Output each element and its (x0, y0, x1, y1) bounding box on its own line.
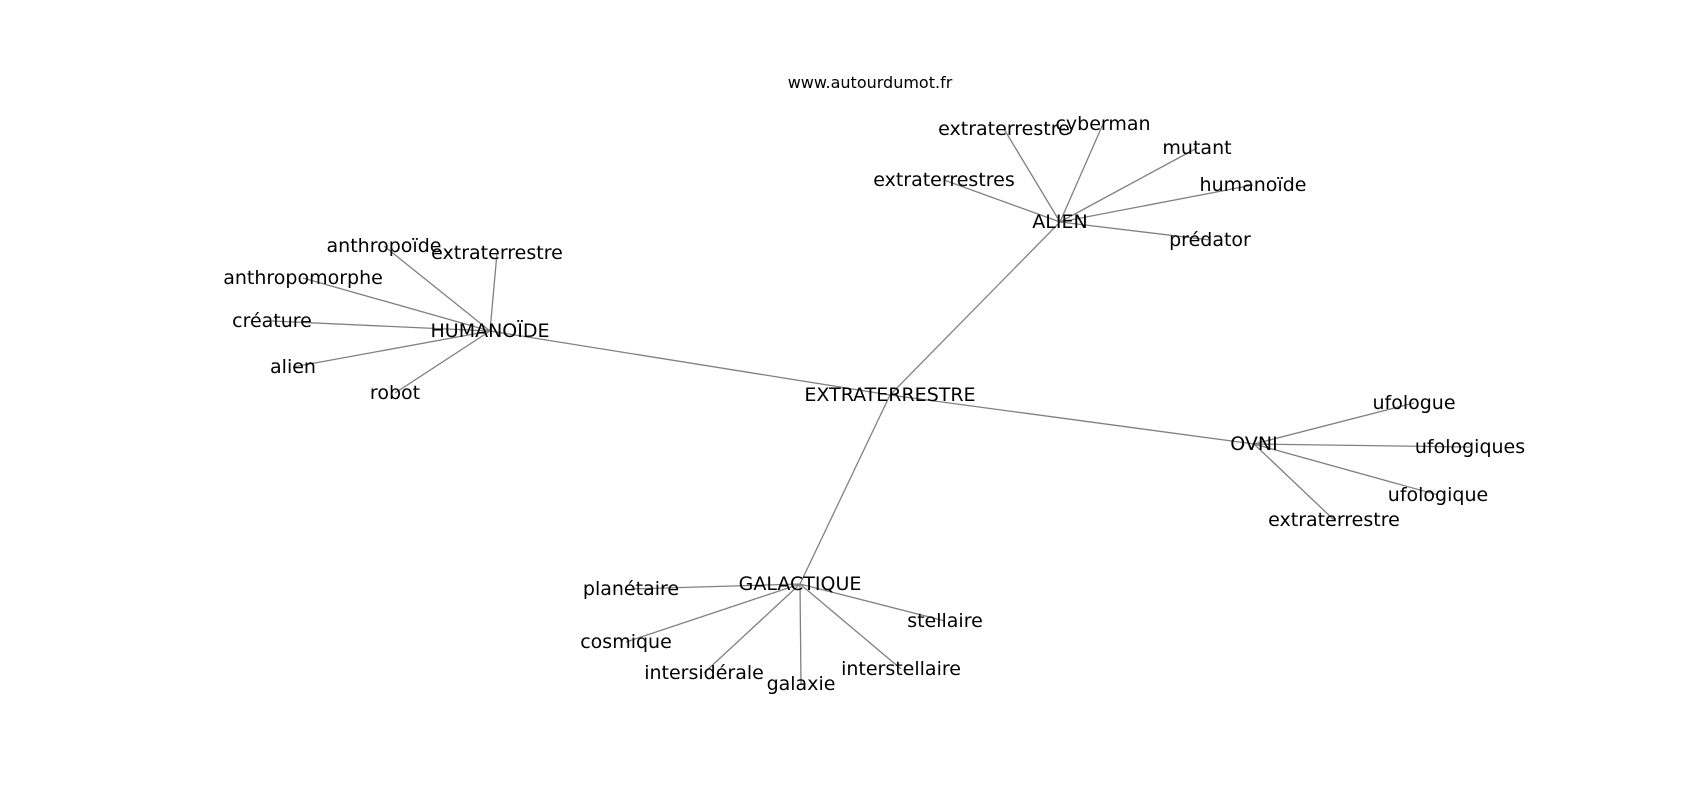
node-hub-alien: ALIEN (1032, 211, 1087, 233)
edge-root-galactique (799, 394, 891, 585)
edge-ovni-ufologiques (1253, 443, 1471, 448)
edge-humanoide-anthropoide (383, 245, 491, 332)
edge-humanoide-robot (394, 330, 491, 394)
node-word-planetaire: planétaire (583, 578, 679, 600)
edge-alien-cyberman (1059, 123, 1104, 223)
node-word-predator: prédator (1169, 229, 1251, 251)
node-word-anthropomorphe: anthropomorphe (223, 267, 383, 289)
edge-galactique-intersiderale (703, 583, 801, 674)
edge-root-ovni (889, 394, 1255, 445)
node-word-anthropoide: anthropoïde (327, 235, 442, 257)
edge-alien-humanoide (1059, 184, 1254, 223)
node-word-extraterrestre: extraterrestre (431, 242, 563, 264)
node-word-creature: créature (232, 310, 312, 332)
edge-root-humanoide (489, 330, 891, 396)
node-word-intersiderale: intersidérale (644, 662, 764, 684)
node-word-extraterrestres: extraterrestres (873, 169, 1015, 191)
node-word-alien: alien (270, 356, 316, 378)
node-word-extraterrestre: extraterrestre (1268, 509, 1400, 531)
source-label: www.autourdumot.fr (788, 73, 953, 92)
edge-galactique-planetaire (630, 583, 801, 590)
node-hub-ovni: OVNI (1230, 433, 1277, 455)
edge-ovni-ufologique (1253, 443, 1439, 496)
node-word-mutant: mutant (1162, 137, 1231, 159)
edge-root-alien (889, 221, 1061, 396)
label-layer: EXTRATERRESTRE ALIEN extraterrestres extrat… (223, 113, 1525, 695)
node-word-ufologiques: ufologiques (1415, 436, 1525, 458)
edge-alien-predator (1059, 221, 1211, 241)
node-word-galaxie: galaxie (767, 673, 836, 695)
edge-galactique-galaxie (799, 583, 802, 685)
edge-galactique-cosmique (625, 583, 801, 643)
edge-humanoide-alien (292, 330, 491, 368)
node-word-cosmique: cosmique (580, 631, 672, 653)
node-word-interstellaire: interstellaire (841, 658, 961, 680)
node-word-robot: robot (370, 382, 420, 404)
edge-alien-extraterrestres (943, 179, 1061, 223)
edge-humanoide-anthropomorphe (302, 277, 491, 332)
node-hub-humanoide: HUMANOÏDE (431, 319, 550, 342)
edge-alien-mutant (1059, 147, 1198, 223)
edge-ovni-ufologue (1253, 402, 1415, 445)
edge-ovni-extraterrestre (1253, 443, 1335, 521)
edge-layer (271, 123, 1471, 685)
node-word-cyberman: cyberman (1055, 113, 1150, 135)
node-word-extraterrestre: extraterrestre (938, 118, 1070, 140)
edge-alien-extraterrestre (1003, 128, 1061, 223)
node-hub-galactique: GALACTIQUE (739, 573, 862, 595)
node-word-ufologique: ufologique (1388, 484, 1488, 506)
edge-humanoide-creature (271, 320, 491, 332)
edge-galactique-interstellaire (799, 583, 902, 670)
node-root: EXTRATERRESTRE (804, 384, 975, 406)
edge-galactique-stellaire (799, 583, 946, 622)
node-word-ufologue: ufologue (1372, 392, 1455, 414)
node-word-stellaire: stellaire (907, 610, 983, 632)
edge-humanoide-extraterrestre (489, 252, 498, 332)
node-word-humanoide: humanoïde (1200, 174, 1307, 196)
